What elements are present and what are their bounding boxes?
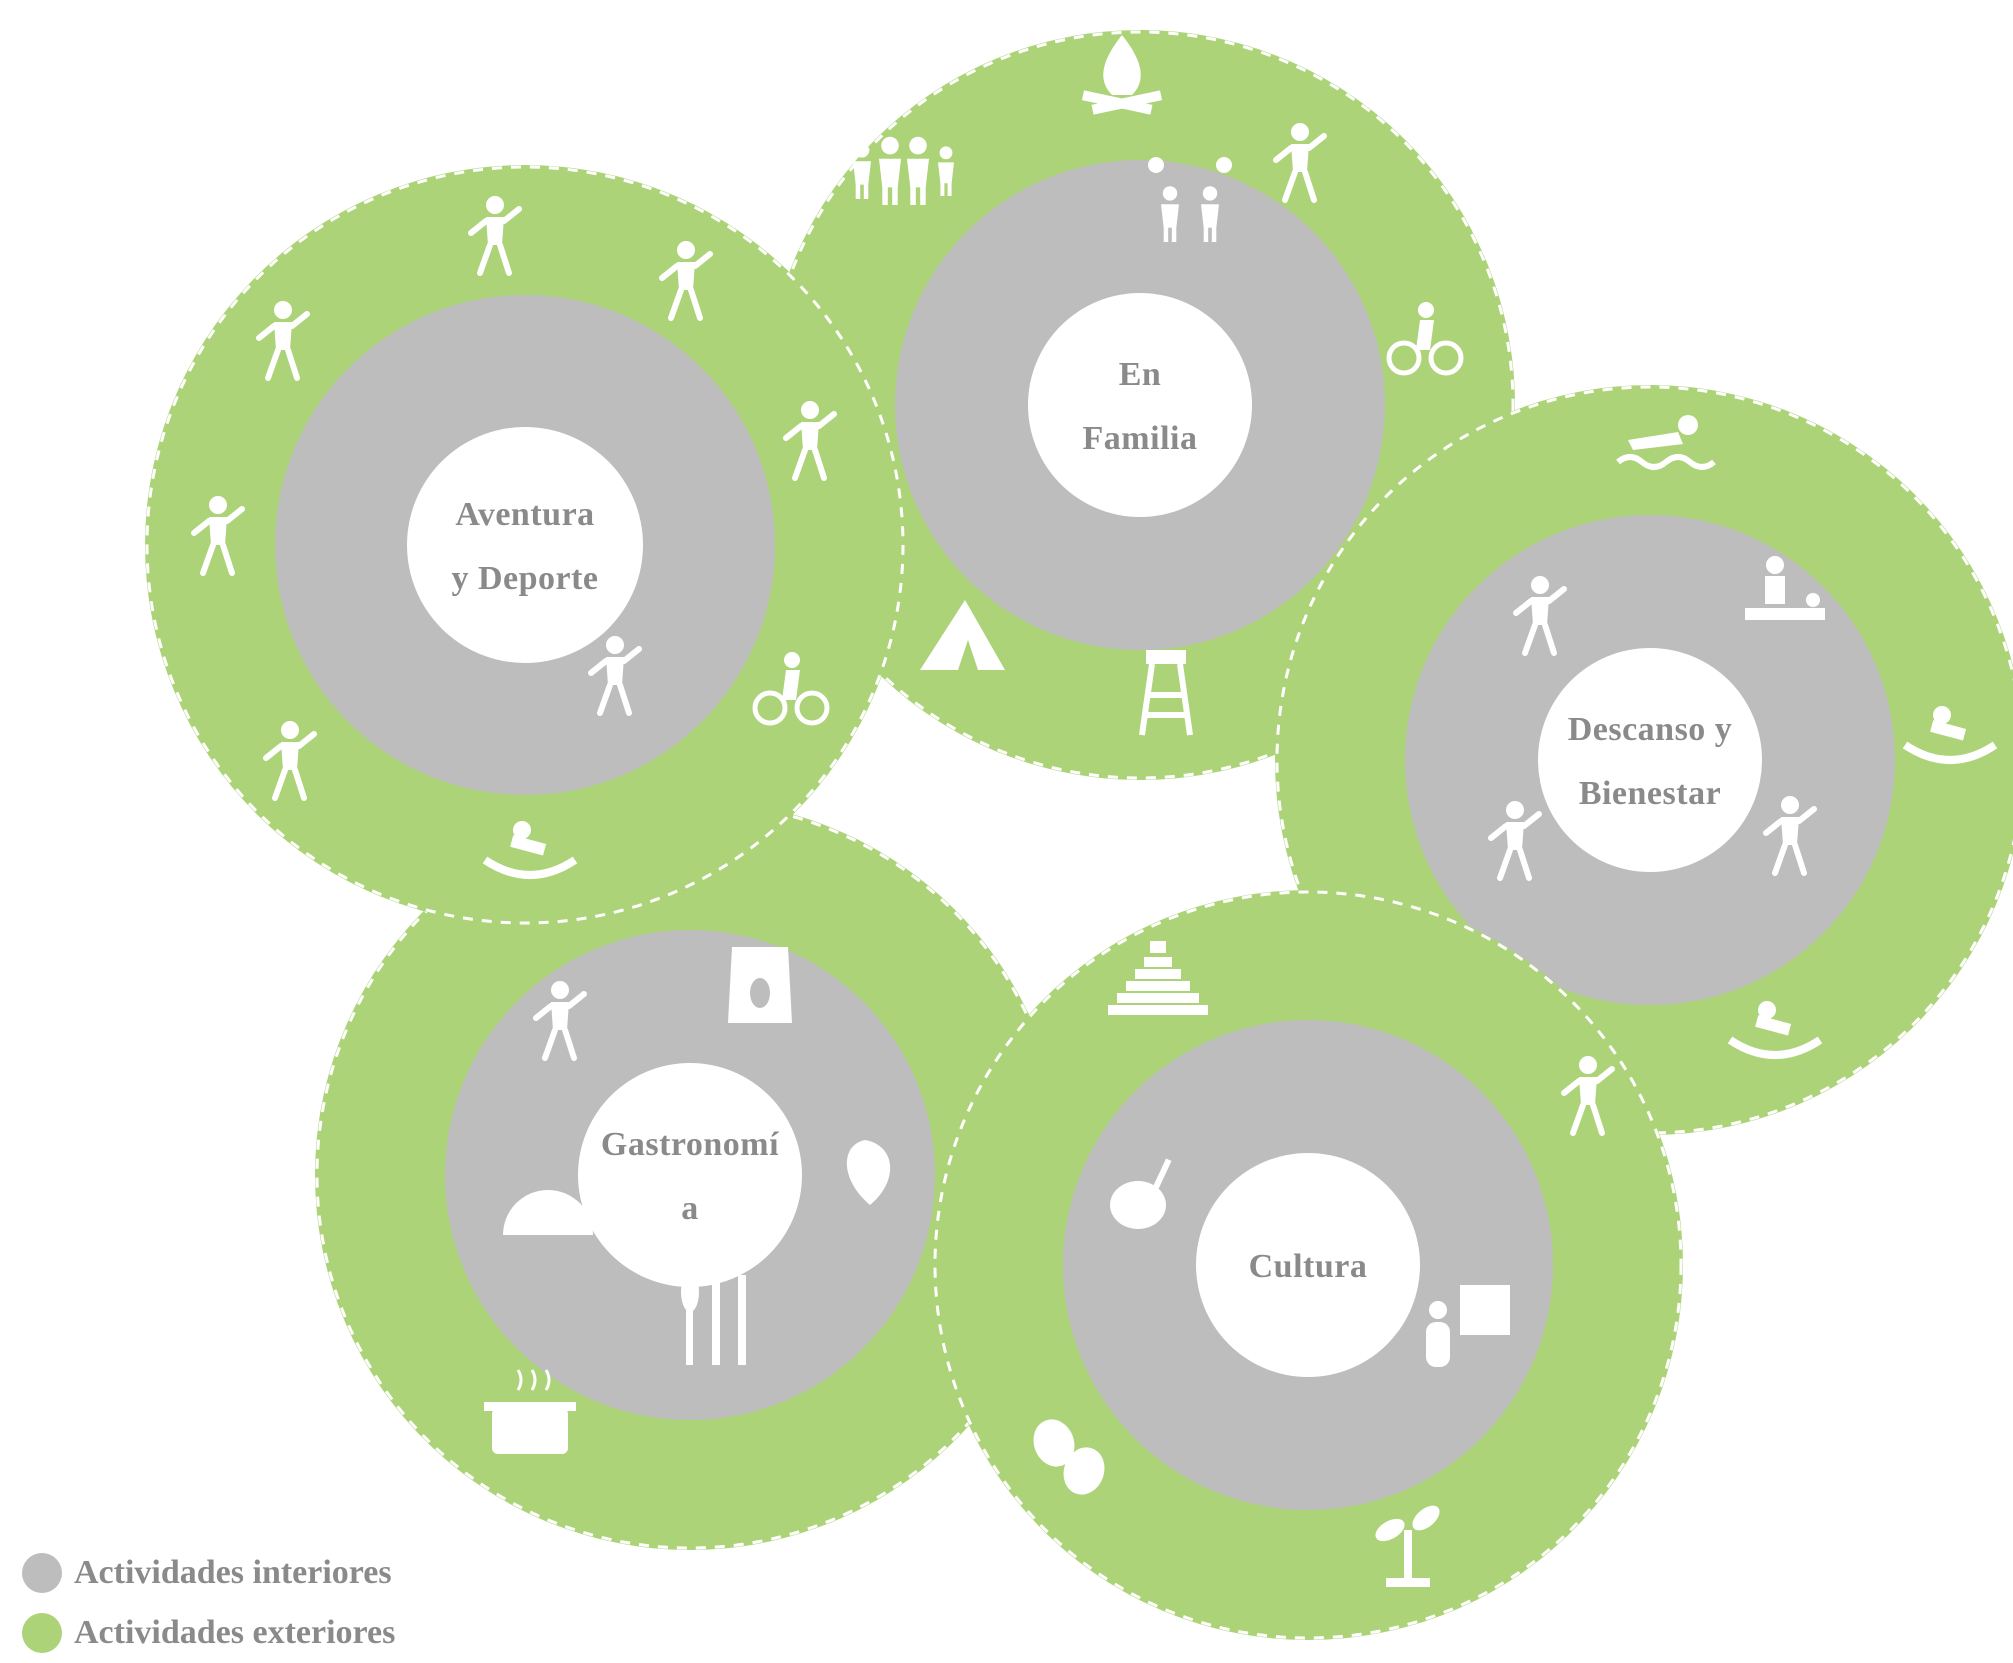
spa-massage-icon (1513, 576, 1567, 656)
camping-tent-icon (920, 600, 1005, 670)
volleyball-icon (659, 241, 713, 321)
hub-label-family-line-0: En (1119, 356, 1162, 393)
campfire-icon (1081, 35, 1163, 115)
sun-lounger-icon (1727, 1001, 1823, 1059)
hub-label-adventure-line-0: Aventura (455, 496, 594, 533)
center-circle-adventure (407, 427, 643, 663)
hub-label-family-line-1: Familia (1083, 420, 1198, 457)
tennis-player-icon (256, 301, 310, 381)
mountain-biker-icon (752, 652, 830, 726)
hammock-icon (1902, 706, 1998, 764)
stretching-icon (1488, 801, 1542, 881)
chili-pepper-icon (846, 1140, 891, 1205)
swimmer-icon (1616, 415, 1716, 470)
hub-wellness: Descanso y Bienestar (1275, 385, 2013, 1135)
hub-adventure: Aventura y Deporte (145, 165, 905, 925)
rock-climbing-icon (588, 636, 642, 716)
legend-label-exterior: Actividades exteriores (74, 1614, 396, 1651)
birdwatching-binoculars-icon (1273, 123, 1327, 203)
legend-item-exterior: Actividades exteriores (22, 1603, 395, 1663)
legend-swatch-interior (22, 1553, 62, 1593)
center-circle-gastronomy (578, 1063, 802, 1287)
legend: Actividades interiores Actividades exter… (22, 1543, 395, 1663)
museum-visitor-icon (1426, 1285, 1510, 1367)
coffee-bag-icon (728, 947, 792, 1023)
watchtower-icon (1139, 650, 1193, 736)
zipline-icon (263, 721, 317, 801)
skateboarder-icon (783, 401, 837, 481)
center-circle-family (1028, 293, 1252, 517)
cutlery-icon (681, 1272, 746, 1365)
archaeology-dig-icon (1561, 1056, 1615, 1136)
dashed-boundary-adventure (145, 165, 905, 925)
theater-masks-icon (1033, 1419, 1105, 1495)
soccer-player-icon (468, 196, 522, 276)
center-circle-culture (1196, 1153, 1420, 1377)
legend-item-interior: Actividades interiores (22, 1543, 395, 1603)
hub-gastronomy: Gastronomí a (315, 800, 1065, 1550)
mayan-pyramid-icon (1108, 941, 1208, 1015)
dashed-boundary-wellness (1275, 385, 2013, 1135)
paint-palette-icon (1110, 1158, 1172, 1229)
hub-label-wellness-line-0: Descanso y (1568, 711, 1733, 748)
hub-label-culture-line-0: Cultura (1249, 1248, 1368, 1285)
hub-label-gastronomy-line-1: a (681, 1190, 699, 1227)
dashed-boundary-family (765, 30, 1515, 780)
chef-cooking-icon (533, 981, 587, 1061)
golfer-icon (191, 496, 245, 576)
dashed-boundary-culture (933, 890, 1683, 1640)
massage-table-icon (1745, 556, 1825, 620)
legend-swatch-exterior (22, 1613, 62, 1653)
children-balloons-icon (1148, 157, 1232, 242)
cooking-pot-icon (484, 1369, 576, 1454)
hub-label-gastronomy-line-0: Gastronomí (601, 1126, 779, 1163)
taco-icon (503, 1190, 593, 1235)
kayak-icon (482, 821, 578, 879)
hub-label-wellness-line-1: Bienestar (1579, 775, 1721, 812)
center-circle-wellness (1538, 648, 1762, 872)
hub-culture: Cultura (933, 890, 1683, 1640)
family-group-icon (853, 136, 954, 205)
meditation-icon (1763, 796, 1817, 876)
cycling-kid-icon (1386, 302, 1464, 376)
sprouting-plant-icon (1375, 1505, 1440, 1587)
hub-label-adventure-line-1: y Deporte (451, 560, 598, 597)
legend-label-interior: Actividades interiores (74, 1554, 392, 1591)
